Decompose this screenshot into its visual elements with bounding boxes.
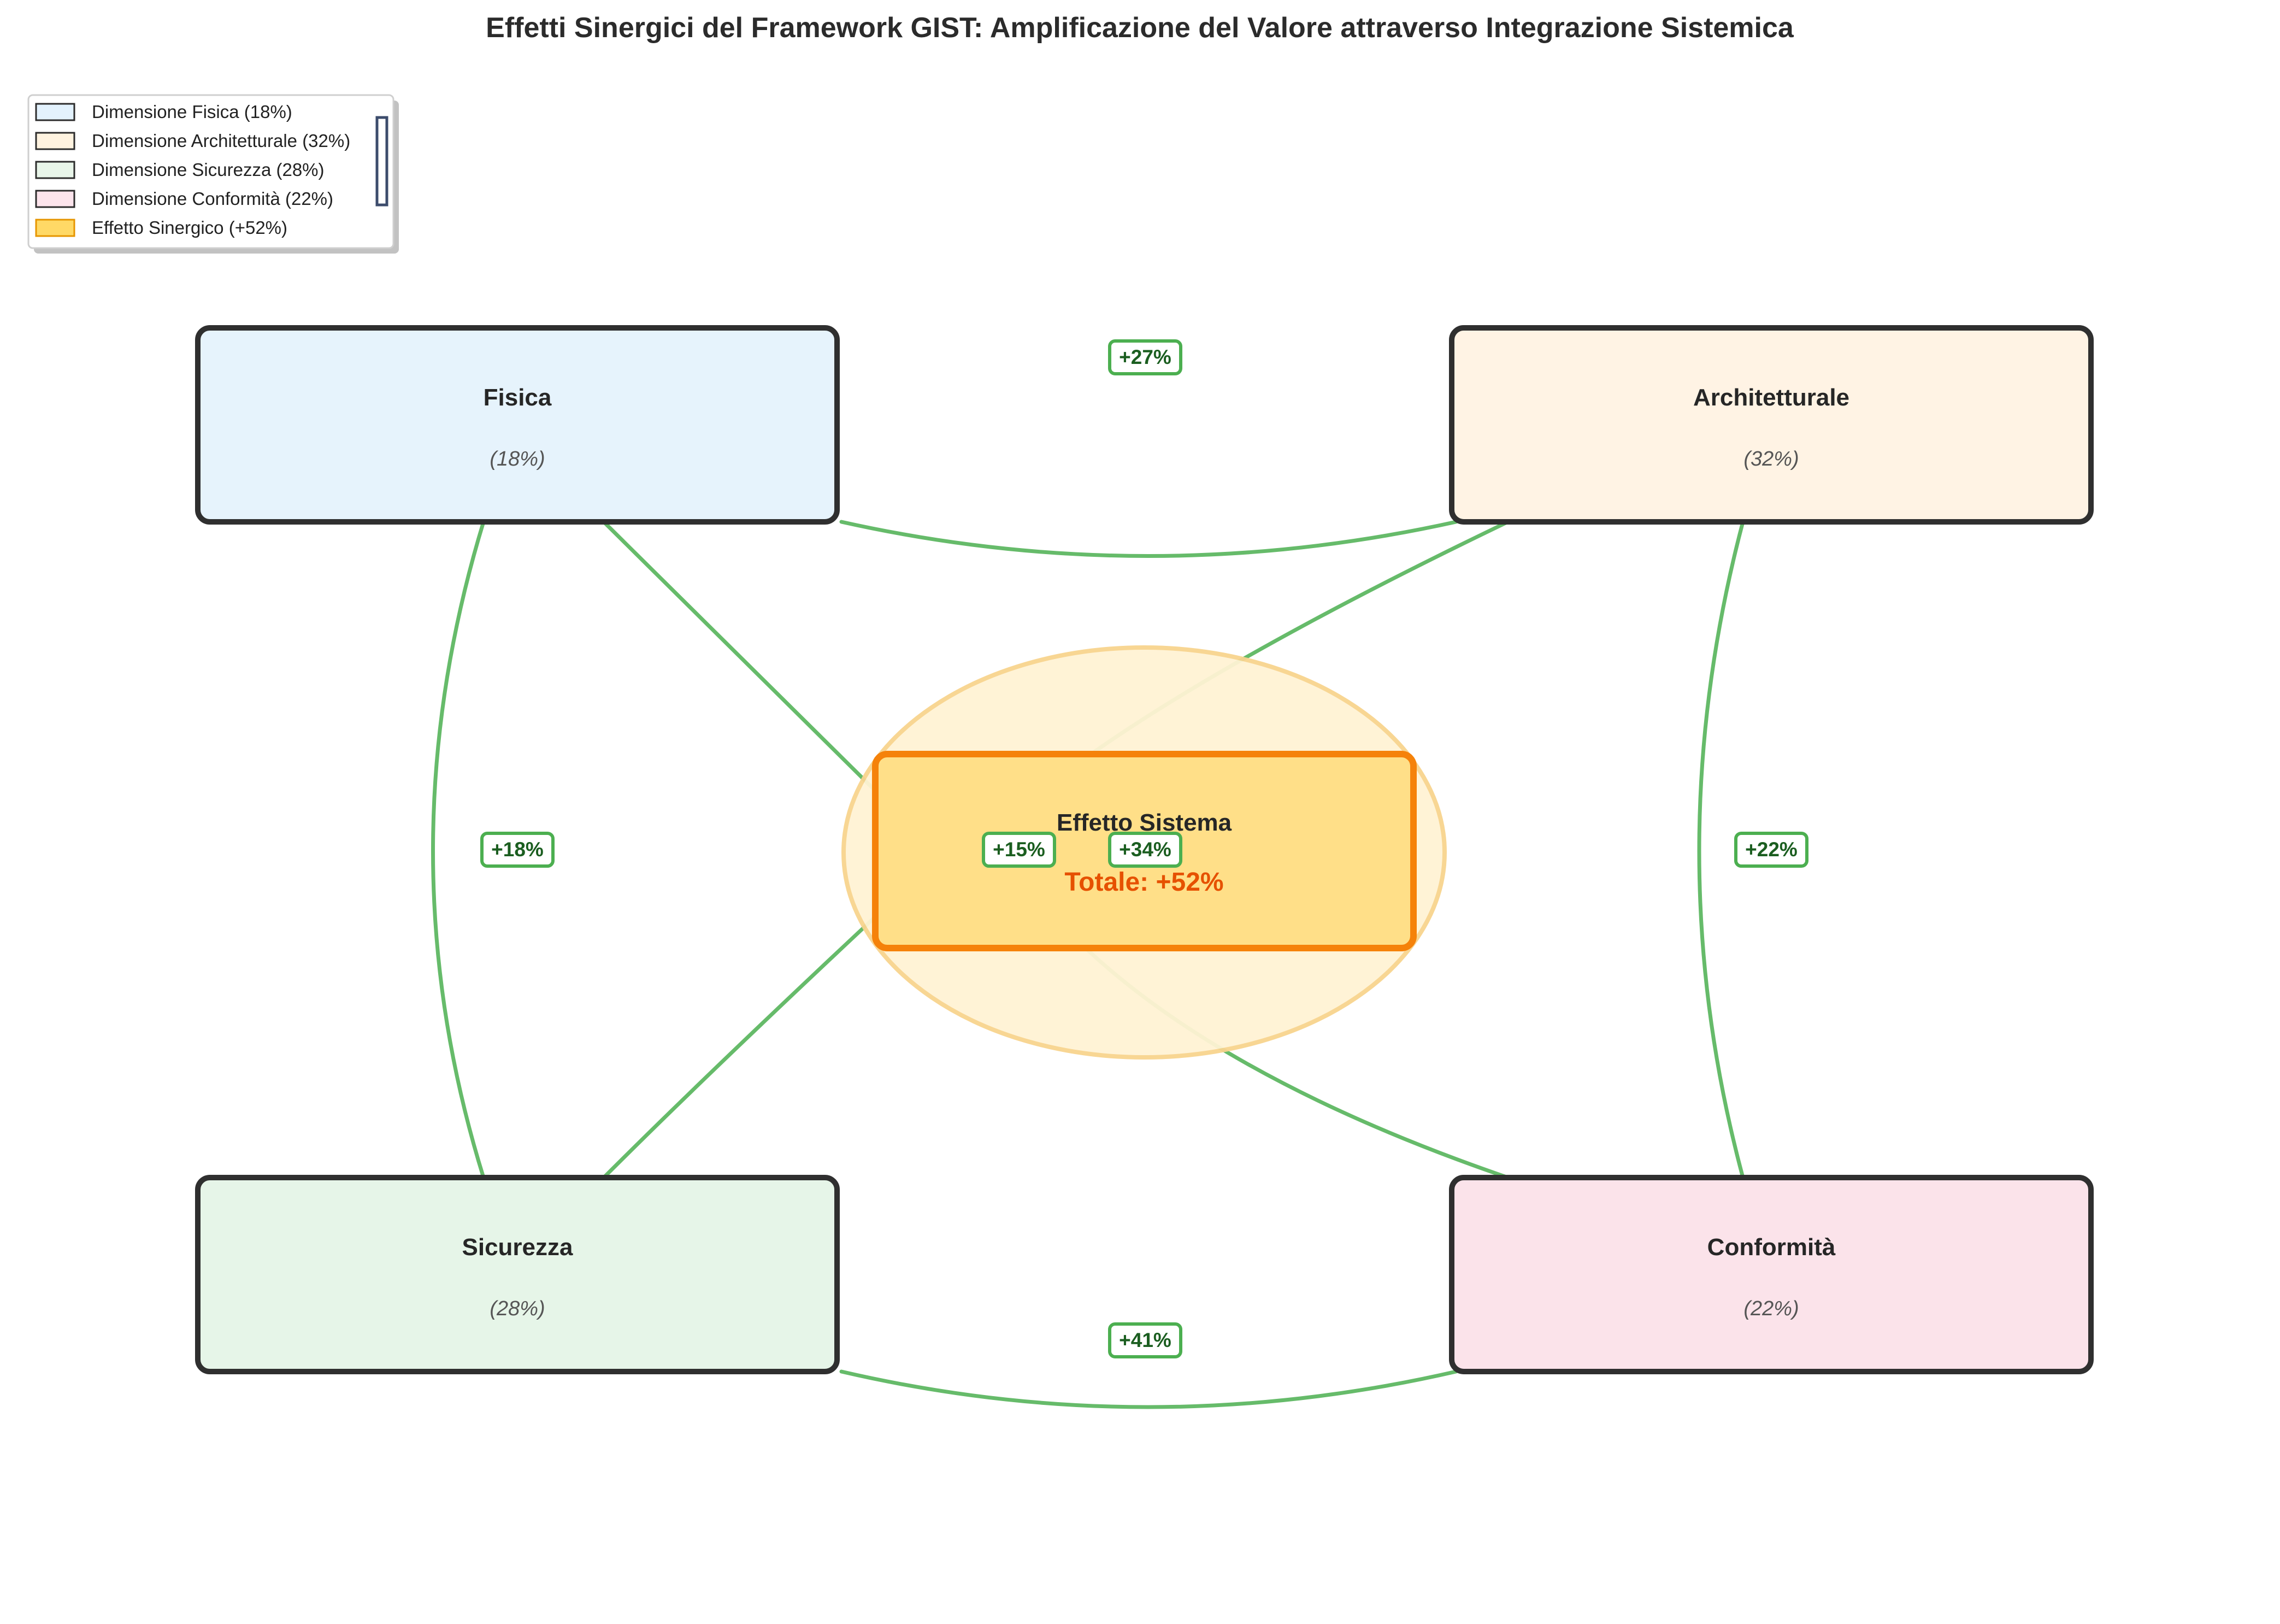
- center-total: Totale: +52%: [1064, 868, 1223, 897]
- legend: Dimensione Fisica (18%) Dimensione Archi…: [27, 94, 399, 254]
- link-center-sicurezza: [602, 913, 879, 1180]
- link-fisica-center: [602, 520, 879, 795]
- synergy-label-fisica-architetturale: +27%: [1108, 339, 1182, 375]
- legend-label: Dimensione Fisica (18%): [92, 102, 292, 122]
- synergy-label-fisica-sicurezza: +18%: [480, 832, 555, 868]
- synergy-label-text: +15%: [993, 838, 1045, 861]
- node-fisica: Fisica (18%): [195, 325, 840, 525]
- link-fisica-sicurezza: [431, 520, 486, 1180]
- synergy-label-sicurezza-conformita: +41%: [1108, 1322, 1182, 1358]
- synergy-label-text: +22%: [1745, 838, 1798, 861]
- legend-label: Dimensione Sicurezza (28%): [92, 160, 325, 180]
- diagram-title: Effetti Sinergici del Framework GIST: Am…: [486, 12, 1794, 44]
- node-conformita-value: (22%): [1743, 1297, 1799, 1320]
- node-sicurezza-value: (28%): [490, 1297, 545, 1320]
- legend-label: Dimensione Conformità (22%): [92, 189, 333, 209]
- node-sicurezza: Sicurezza (28%): [195, 1175, 840, 1374]
- node-fisica-value: (18%): [490, 448, 545, 470]
- synergy-label-text: +34%: [1119, 838, 1171, 861]
- synergy-label-architetturale-conformita: +22%: [1734, 832, 1808, 868]
- node-architetturale-value: (32%): [1743, 448, 1799, 470]
- synergy-label-architetturale-sicurezza: +34%: [1108, 832, 1182, 868]
- legend-item-conformita: Dimensione Conformità (22%): [35, 189, 333, 209]
- legend-label: Effetto Sinergico (+52%): [92, 217, 287, 238]
- link-fisica-architetturale: [839, 520, 1458, 558]
- link-sicurezza-conformita: [839, 1369, 1458, 1409]
- node-architetturale-name: Architetturale: [1693, 384, 1849, 411]
- legend-item-fisica: Dimensione Fisica (18%): [35, 102, 292, 122]
- legend-item-sicurezza: Dimensione Sicurezza (28%): [35, 160, 325, 180]
- legend-item-sinergico: Effetto Sinergico (+52%): [35, 217, 287, 238]
- node-conformita: Conformità (22%): [1449, 1175, 2094, 1374]
- synergy-label-fisica-conformita: +15%: [982, 832, 1056, 868]
- link-architetturale-conformita: [1697, 520, 1745, 1180]
- node-sicurezza-name: Sicurezza: [462, 1234, 574, 1261]
- synergy-label-text: +41%: [1119, 1329, 1171, 1351]
- synergy-links: [431, 520, 1745, 1409]
- legend-item-architetturale: Dimensione Architetturale (32%): [35, 131, 350, 151]
- synergy-label-text: +27%: [1119, 346, 1171, 368]
- legend-label: Dimensione Architetturale (32%): [92, 131, 350, 151]
- synergy-labels: +27% +18% +22% +41% +15% +34%: [480, 339, 1808, 1358]
- node-conformita-name: Conformità: [1707, 1234, 1836, 1261]
- center-name: Effetto Sistema: [1057, 809, 1232, 836]
- synergy-label-text: +18%: [491, 838, 544, 861]
- node-architetturale: Architetturale (32%): [1449, 325, 2094, 525]
- node-fisica-name: Fisica: [484, 384, 552, 411]
